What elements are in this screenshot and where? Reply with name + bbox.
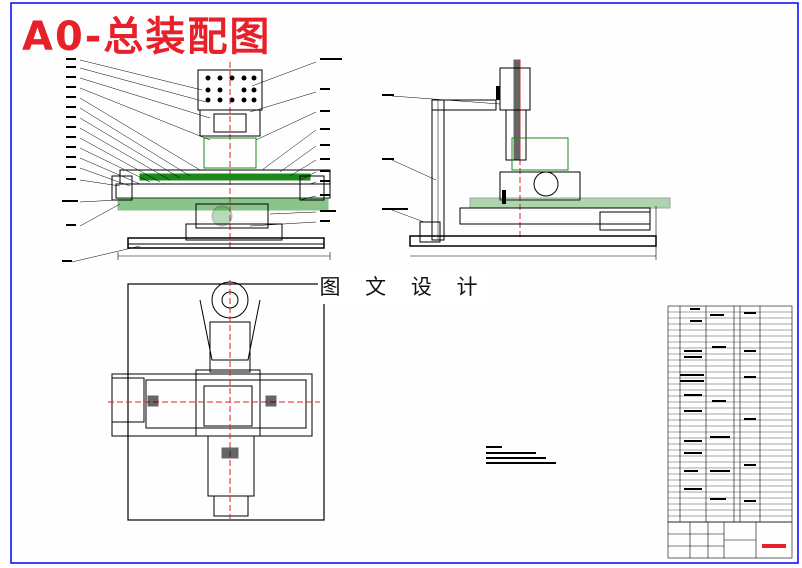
side-view [382,59,671,260]
front-view [62,58,342,263]
parts-list-table [667,305,793,523]
drawing-title: A0-总装配图 [22,14,272,60]
watermark-text: 图 文 设 计 [318,270,488,304]
top-view [108,280,325,521]
technical-notes [486,446,556,464]
title-block [667,521,793,559]
sheet-border [10,2,799,564]
